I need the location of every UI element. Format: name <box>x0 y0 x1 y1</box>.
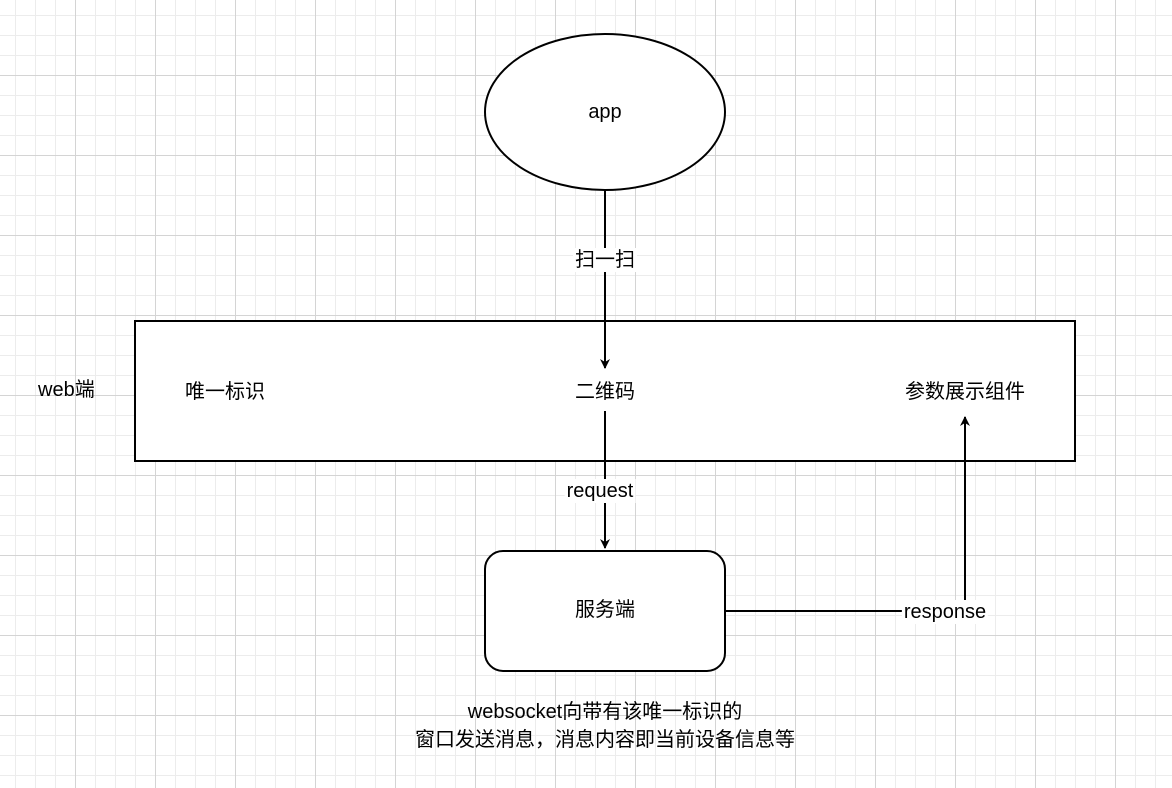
websocket-note-line1: websocket向带有该唯一标识的 <box>467 701 743 723</box>
response-edge-label: response <box>901 600 989 624</box>
qr-code-label: 二维码 <box>575 381 635 403</box>
app-node-label: app <box>588 101 622 123</box>
websocket-note: websocket向带有该唯一标识的 窗口发送消息，消息内容即当前设备信息等 <box>415 698 795 754</box>
web-side-label: web端 <box>38 379 95 401</box>
param-display-label: 参数展示组件 <box>905 381 1025 403</box>
unique-id-label: 唯一标识 <box>185 381 265 403</box>
request-edge-label: request <box>564 479 636 503</box>
websocket-note-line2: 窗口发送消息，消息内容即当前设备信息等 <box>415 729 795 751</box>
scan-edge-label: 扫一扫 <box>573 248 637 272</box>
server-node-label: 服务端 <box>575 599 635 621</box>
